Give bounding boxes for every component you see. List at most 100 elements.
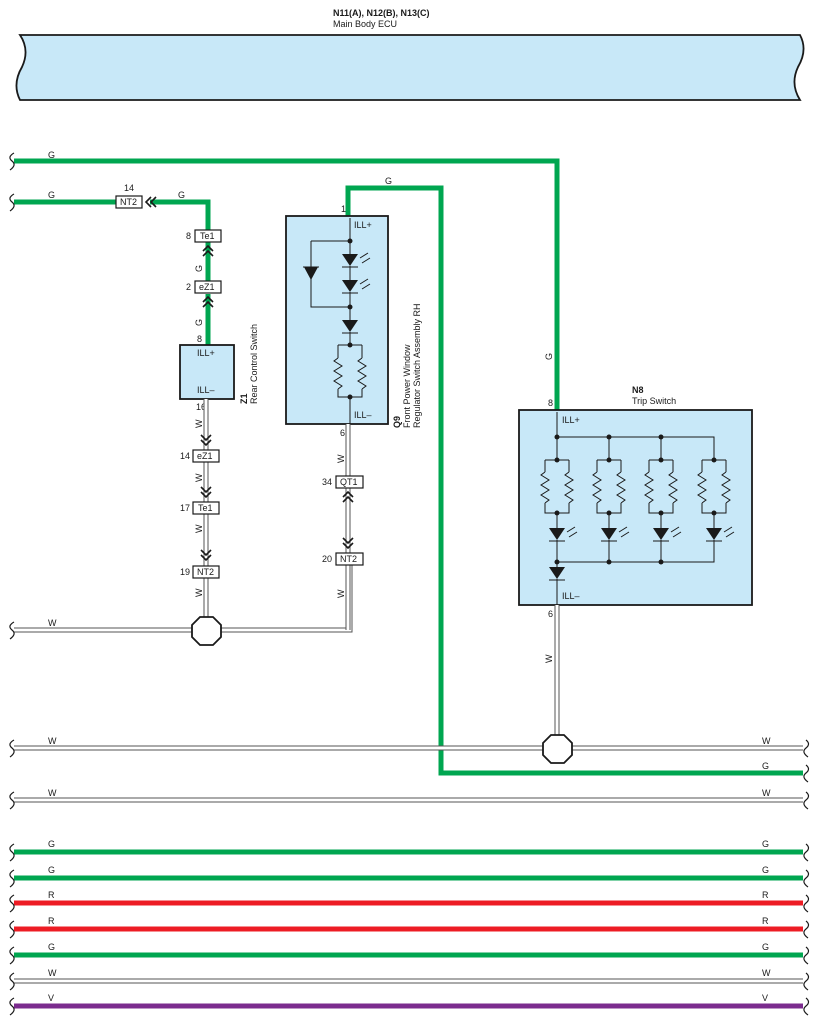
svg-text:6: 6 [340,428,345,438]
trip-branch [592,457,630,545]
svg-text:Te1: Te1 [198,503,213,513]
svg-text:W: W [194,419,204,428]
bus-wire-label: R [762,890,769,900]
connector-ez1-top: eZ1 2 [186,280,222,308]
svg-text:W: W [194,473,204,482]
svg-text:16: 16 [196,402,206,412]
resistor-icon [333,357,343,390]
svg-text:Te1: Te1 [200,231,215,241]
svg-text:G: G [385,176,392,186]
resistor-icon [668,471,678,504]
svg-text:N8: N8 [632,385,644,395]
ecu-name: Main Body ECU [333,19,397,29]
svg-text:NT2: NT2 [340,554,357,564]
wire-w-front-switch: W W QT1 34 NT2 20 [322,424,364,630]
svg-text:Front Power Window: Front Power Window [402,344,412,428]
svg-text:QT1: QT1 [340,477,358,487]
diode-icon [304,267,318,280]
svg-text:8: 8 [548,398,553,408]
svg-text:W: W [48,788,57,798]
svg-text:14: 14 [124,183,134,193]
svg-text:W: W [336,454,346,463]
trip-branch [644,457,682,545]
bus-wire-label: G [762,942,769,952]
svg-text:W: W [544,654,554,663]
resistor-icon [564,471,574,504]
led-icon [549,528,565,540]
svg-text:ILL+: ILL+ [562,415,580,425]
svg-text:ILL+: ILL+ [197,348,215,358]
svg-text:Q9: Q9 [392,416,402,428]
svg-text:Z1: Z1 [239,393,249,404]
wire-g-to-trip-switch: G G [9,150,560,410]
connector-nt2-q9 [335,552,364,566]
svg-text:W: W [336,589,346,598]
trip-branch [697,457,735,545]
svg-text:1: 1 [341,204,346,214]
bus-wire-label: G [48,942,55,952]
connector-te1-top: Te1 8 [186,229,222,257]
connector-nt2-bottom: NT2 19 [180,549,220,579]
rear-control-switch: 8 ILL+ ILL– 16 Z1 Rear Control Switch [179,324,259,412]
diode-icon [342,320,358,332]
splice-junction [542,734,573,764]
splice-junction [191,616,222,646]
svg-text:Trip Switch: Trip Switch [632,396,676,406]
bus-wire-label: V [48,993,54,1003]
svg-text:ILL–: ILL– [197,385,215,395]
wire-label-g: G [194,265,204,272]
connector-qt1 [335,475,364,489]
wire-label-g: G [194,319,204,326]
trip-branch [540,457,578,545]
led-icon [342,280,358,292]
led-icon [601,528,617,540]
resistor-icon [644,471,654,504]
bus-wire-label: R [48,916,55,926]
svg-text:NT2: NT2 [197,567,214,577]
svg-text:20: 20 [322,554,332,564]
resistor-icon [592,471,602,504]
wire-g-bus-break [803,764,810,783]
svg-text:W: W [194,588,204,597]
led-icon [706,528,722,540]
wire-w-trip-switch: W [544,605,560,748]
wire-label-g: G [544,353,554,360]
bus-wire-label: G [762,839,769,849]
bus-wire-label: V [762,993,768,1003]
connector-nt2-top: NT2 14 [115,183,157,209]
svg-text:6: 6 [548,609,553,619]
connector-te1-bottom: Te1 17 [180,486,220,515]
svg-text:8: 8 [186,231,191,241]
svg-text:ILL–: ILL– [562,591,580,601]
svg-text:W: W [762,736,771,746]
ecu-box [15,34,805,101]
connector-ez1-bottom: eZ1 14 [180,434,220,463]
bus-wire-label: G [48,865,55,875]
led-icon [653,528,669,540]
wire-g-to-rear-switch: G G G G [9,190,211,345]
svg-text:ILL+: ILL+ [354,220,372,230]
led-icon [342,254,358,266]
trip-switch: N8 Trip Switch 8 ILL+ ILL– 6 [518,385,753,619]
wire-label-g: G [48,190,55,200]
resistor-icon [357,357,367,390]
bus-wire-label: R [48,890,55,900]
svg-text:2: 2 [186,282,191,292]
svg-text:19: 19 [180,567,190,577]
resistor-icon [721,471,731,504]
svg-text:8: 8 [197,334,202,344]
wire-w-bus-upper: W W [9,734,810,764]
svg-text:W: W [48,736,57,746]
bus-wire-label: W [762,968,771,978]
ecu-ids: N11(A), N12(B), N13(C) [333,8,430,18]
svg-text:eZ1: eZ1 [199,282,215,292]
svg-text:W: W [48,618,57,628]
